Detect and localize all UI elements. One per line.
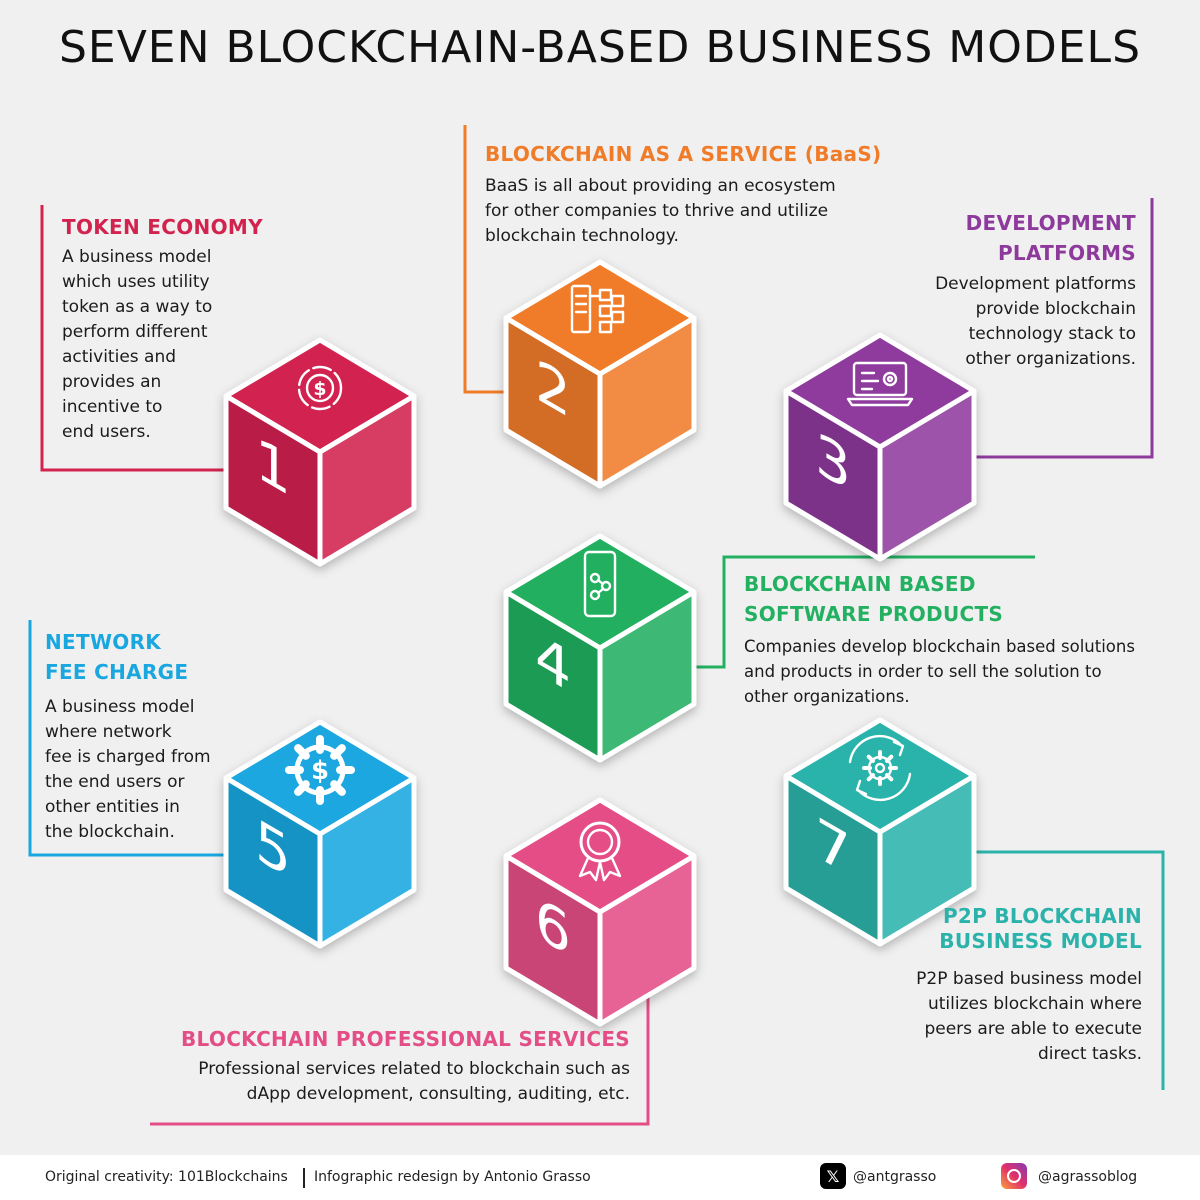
connector-professional-services	[150, 978, 650, 1126]
cube-right-face	[317, 393, 417, 567]
label-token-economy: TOKEN ECONOMY	[62, 215, 263, 239]
cube-2: 2	[503, 259, 697, 489]
connector-p2p	[972, 850, 1165, 1090]
cube-5: $5	[223, 719, 417, 949]
footer: Original creativity: 101Blockchains Info…	[0, 1155, 1200, 1200]
cube-right-face	[597, 589, 697, 763]
cube-right-face	[877, 773, 977, 947]
dollar-coin-icon: $	[297, 365, 343, 411]
connector-token-economy	[40, 205, 228, 472]
server-blocks-icon	[570, 284, 625, 334]
cube-7: 7	[783, 717, 977, 947]
cube-4: 4	[503, 533, 697, 763]
instagram-logo-icon[interactable]	[1001, 1163, 1027, 1189]
x-handle[interactable]: @antgrasso	[853, 1169, 937, 1185]
laptop-gear-icon	[846, 361, 914, 407]
footer-separator	[303, 1168, 305, 1188]
connector-baas	[463, 125, 505, 394]
cube-right-face	[877, 388, 977, 562]
smartphone-share-icon	[583, 550, 617, 618]
svg-text:$: $	[311, 756, 329, 786]
page-title: SEVEN BLOCKCHAIN-BASED BUSINESS MODELS	[58, 22, 1142, 73]
cube-6: 6	[503, 797, 697, 1027]
x-logo-icon[interactable]: 𝕏	[820, 1163, 846, 1189]
cube-right-face	[597, 315, 697, 489]
desc-software-products: Companies develop blockchain based solut…	[744, 637, 1135, 706]
svg-text:$: $	[313, 378, 326, 400]
connector-dev-platforms	[972, 198, 1154, 459]
connector-network-fee	[28, 620, 228, 857]
desc-baas: BaaS is all about providing an ecosystem…	[485, 176, 836, 246]
cube-1: $1	[223, 337, 417, 567]
desc-professional-services: Professional services related to blockch…	[198, 1059, 630, 1104]
cycle-gear-icon	[848, 734, 912, 802]
redesign-credit: Infographic redesign by Antonio Grasso	[314, 1169, 591, 1185]
cube-right-face	[597, 853, 697, 1027]
award-ribbon-icon	[578, 821, 622, 882]
label-professional-services: BLOCKCHAIN PROFESSIONAL SERVICES	[181, 1027, 630, 1051]
instagram-handle[interactable]: @agrassoblog	[1038, 1169, 1138, 1185]
gear-dollar-icon: $	[285, 735, 355, 805]
original-credit: Original creativity: 101Blockchains	[45, 1169, 288, 1185]
cube-3: 3	[783, 332, 977, 562]
cube-right-face	[317, 775, 417, 949]
label-baas: BLOCKCHAIN AS A SERVICE (BaaS)	[485, 142, 882, 166]
